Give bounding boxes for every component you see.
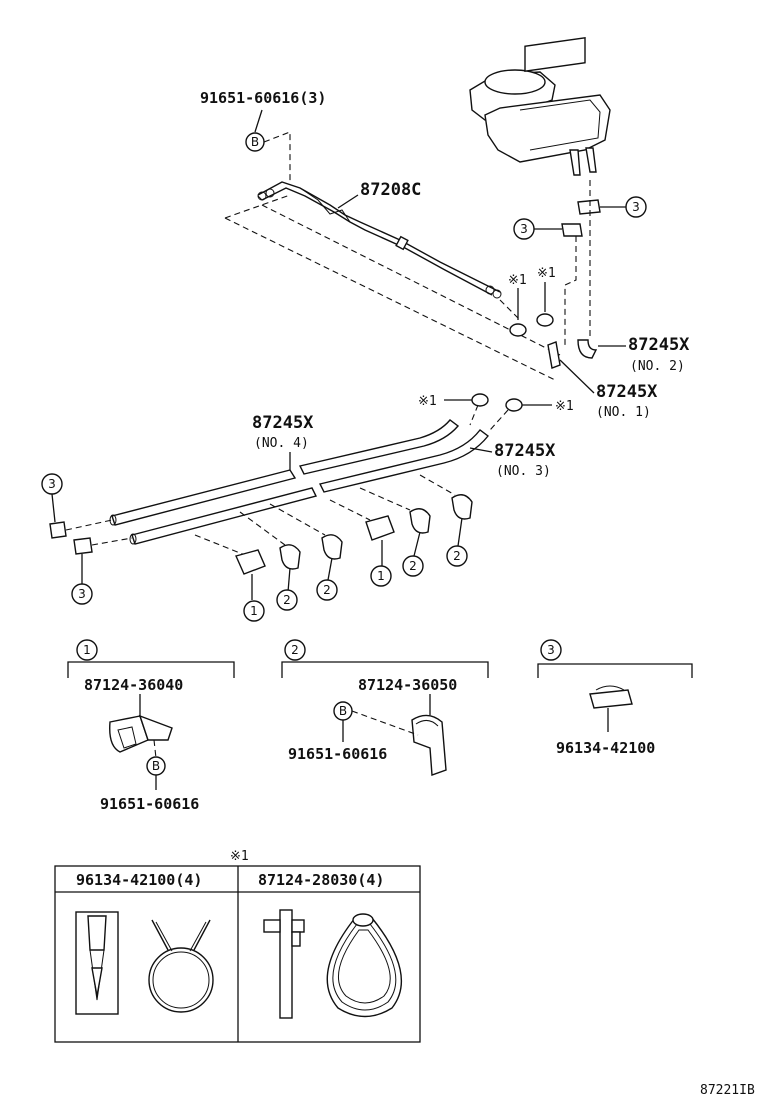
svg-text:2: 2 [409, 559, 417, 573]
marker-2-a [276, 589, 298, 611]
clip-right-lower [561, 223, 583, 237]
marker-2-d [446, 545, 468, 567]
bolt-top-label: 91651-60616(3) [200, 89, 326, 107]
detail-2-marker [284, 639, 306, 661]
wire-clip-c [471, 393, 489, 407]
detail-2-bracket [281, 661, 489, 678]
wire-clip-a [509, 323, 527, 337]
detail-1-marker [76, 639, 98, 661]
pipe-label: 87208C [360, 180, 421, 200]
marker-1-b [370, 565, 392, 587]
detail-3-marker [540, 639, 562, 661]
svg-text:B: B [339, 704, 347, 718]
clamp2-bolt-label: 91651-60616 [288, 745, 387, 763]
hose-no4 [109, 419, 460, 526]
note-mark-c: ※1 [418, 394, 437, 409]
hose-no3-label: 87245X [494, 441, 556, 461]
svg-text:B: B [152, 759, 160, 773]
table-col2-drawings [263, 909, 403, 1019]
table-col2-header: 87124-28030(4) [258, 871, 384, 889]
svg-text:2: 2 [291, 643, 299, 657]
note-mark-d: ※1 [555, 399, 574, 414]
bolt-top-leader [254, 109, 263, 133]
marker-3-left-bottom [71, 583, 93, 605]
hose-no2-sub: (NO. 2) [630, 359, 685, 374]
hose-no1 [547, 341, 561, 369]
clip3-part-label: 96134-42100 [556, 739, 655, 757]
clamp1-bolt-label: 91651-60616 [100, 795, 199, 813]
svg-text:3: 3 [78, 587, 86, 601]
clamp2-part-label: 87124-36050 [358, 676, 457, 694]
marker-1-a [243, 600, 265, 622]
clip3-drawing [589, 685, 633, 732]
parts-table [54, 865, 421, 1043]
svg-text:2: 2 [323, 583, 331, 597]
table-col1-drawings [75, 911, 214, 1015]
svg-text:3: 3 [547, 643, 555, 657]
clamp1-drawing [109, 714, 173, 753]
bolt-top-marker-text: B [251, 135, 259, 149]
svg-text:1: 1 [250, 604, 258, 618]
hose-no2-label: 87245X [628, 335, 690, 355]
svg-text:2: 2 [453, 549, 461, 563]
detail-3-bracket [537, 663, 693, 678]
hose-no1-sub: (NO. 1) [596, 405, 651, 420]
wire-clip-b [536, 313, 554, 327]
clip-right-upper [577, 199, 601, 215]
hose-no3-sub: (NO. 3) [496, 464, 551, 479]
note-mark-b: ※1 [537, 266, 556, 281]
marker-2-b [316, 579, 338, 601]
detail-1-bracket [67, 661, 235, 678]
hose-no2 [577, 339, 598, 359]
marker-2-c [402, 555, 424, 577]
pipe-leader [337, 194, 359, 209]
clamp2-drawing [411, 714, 447, 776]
note-mark-a: ※1 [508, 273, 527, 288]
svg-text:3: 3 [48, 477, 56, 491]
hose-no1-label: 87245X [596, 382, 658, 402]
table-col1-header: 96134-42100(4) [76, 871, 202, 889]
unit-assembly [469, 36, 611, 176]
table-note: ※1 [230, 849, 249, 864]
svg-text:3: 3 [520, 222, 528, 236]
svg-text:1: 1 [377, 569, 385, 583]
clip-left-upper [49, 521, 67, 539]
svg-text:1: 1 [83, 643, 91, 657]
figure-id: 87221IB [700, 1083, 755, 1098]
hose-no3 [129, 429, 489, 545]
svg-text:3: 3 [632, 200, 640, 214]
clamp1-part-label: 87124-36040 [84, 676, 183, 694]
pipe-87208c [257, 181, 502, 299]
hose-clamps-row [194, 474, 473, 600]
wire-clip-d [505, 398, 523, 412]
hose-no4-sub: (NO. 4) [254, 436, 309, 451]
clip-left-lower [73, 537, 93, 555]
hose-no4-label: 87245X [252, 413, 314, 433]
svg-text:2: 2 [283, 593, 291, 607]
